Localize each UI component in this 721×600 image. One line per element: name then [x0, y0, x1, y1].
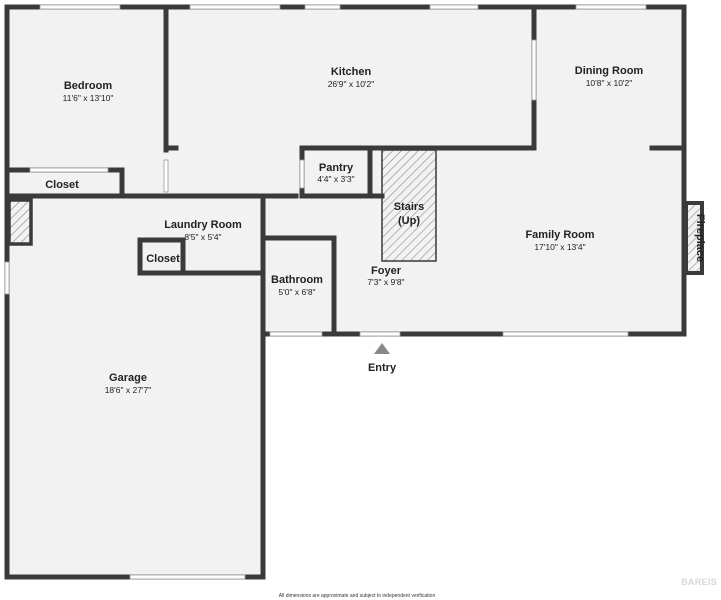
room-pantry: Pantry 4'4" x 3'3" — [317, 162, 354, 184]
windows — [4, 4, 647, 580]
family-name: Family Room — [525, 229, 594, 241]
foyer-dims: 7'3" x 9'8" — [367, 277, 404, 287]
entry-arrow-icon — [374, 343, 390, 354]
stairs-area — [381, 149, 437, 262]
foyer-name: Foyer — [371, 265, 402, 277]
room-kitchen: Kitchen 26'9" x 10'2" — [328, 66, 375, 89]
stairs-line1: Stairs — [394, 201, 425, 213]
garage-dims: 18'6" x 27'7" — [105, 385, 152, 395]
pantry-name: Pantry — [319, 162, 354, 174]
bedroom-closet-label: Closet — [45, 179, 79, 191]
fireplace-label: Fireplace — [694, 214, 706, 262]
pantry-dims: 4'4" x 3'3" — [317, 174, 354, 184]
room-bathroom: Bathroom 5'0" x 6'8" — [271, 274, 323, 297]
room-garage: Garage 18'6" x 27'7" — [105, 372, 152, 395]
kitchen-name: Kitchen — [331, 66, 372, 78]
bathroom-dims: 5'0" x 6'8" — [278, 287, 315, 297]
garage-hatch-box — [7, 198, 33, 246]
bedroom-name: Bedroom — [64, 80, 113, 92]
room-bedroom: Bedroom 11'6" x 13'10" — [63, 80, 114, 103]
room-laundry: Laundry Room 8'5" x 5'4" — [164, 219, 242, 242]
disclaimer-text: All dimensions are approximate and subje… — [279, 593, 436, 599]
laundry-closet-label: Closet — [146, 253, 180, 265]
bedroom-dims: 11'6" x 13'10" — [63, 93, 114, 103]
bathroom-name: Bathroom — [271, 274, 323, 286]
laundry-dims: 8'5" x 5'4" — [184, 232, 221, 242]
room-dining: Dining Room 10'8" x 10'2" — [575, 65, 644, 88]
dining-dims: 10'8" x 10'2" — [586, 78, 633, 88]
family-dims: 17'10" x 13'4" — [534, 242, 585, 252]
stairs-line2: (Up) — [398, 215, 420, 227]
watermark-logo: BAREIS — [681, 577, 717, 587]
garage-name: Garage — [109, 372, 147, 384]
stairs-label: Stairs (Up) — [394, 201, 425, 227]
kitchen-dims: 26'9" x 10'2" — [328, 79, 375, 89]
laundry-name: Laundry Room — [164, 219, 242, 231]
dining-name: Dining Room — [575, 65, 644, 77]
room-family: Family Room 17'10" x 13'4" — [525, 229, 594, 252]
room-foyer: Foyer 7'3" x 9'8" — [367, 265, 404, 287]
entry-label: Entry — [368, 362, 397, 374]
